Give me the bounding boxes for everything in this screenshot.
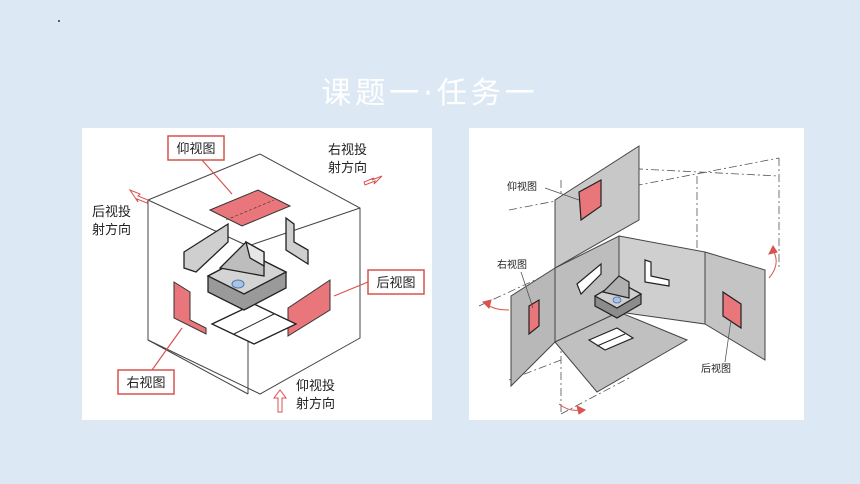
bottom-projection-label-1: 仰视投	[296, 378, 335, 394]
right-projection-label-1: 右视投	[328, 142, 367, 158]
projection-cube-diagram: 仰视图 后视图 右视图 右视投 射方向 后视投 射方向 仰视投 射方向	[92, 135, 425, 413]
bottom-view-label: 仰视图	[176, 142, 215, 157]
arrow-rear-projection-icon	[128, 188, 149, 204]
rear-view-face	[287, 279, 331, 337]
leader-line	[151, 327, 183, 371]
rear-projection-label-1: 后视投	[92, 204, 131, 220]
leader-line	[544, 187, 580, 201]
rear-projection-label-2: 射方向	[92, 222, 131, 238]
projection-arrows	[128, 175, 383, 413]
left-view-face	[285, 216, 309, 266]
left-view-face	[644, 259, 670, 287]
leader-line	[333, 281, 369, 297]
rear-view-face	[722, 290, 742, 330]
right-figure-panel: 仰视图 右视图 后视图	[469, 128, 804, 420]
leader-line	[724, 319, 732, 363]
top-view-edge	[596, 333, 626, 347]
bottom-view-label: 仰视图	[507, 180, 537, 193]
top-view-edge	[233, 313, 275, 335]
bottom-projection-label-2: 射方向	[296, 396, 335, 412]
right-projection-label-2: 射方向	[328, 160, 367, 176]
arrow-bottom-projection-icon	[273, 389, 287, 413]
right-view-label: 右视图	[497, 258, 527, 271]
arrow-right-projection-icon	[363, 175, 383, 186]
bottom-view-face	[578, 178, 602, 222]
leader-line	[520, 271, 534, 309]
bottom-view-face	[208, 189, 292, 227]
cube-edge	[147, 199, 249, 247]
slide-title: 课题一·任务一	[321, 76, 539, 112]
object-model	[206, 240, 288, 311]
hidden-line	[225, 199, 275, 221]
cube-edge	[247, 207, 361, 247]
rotate-right-icon	[486, 303, 510, 311]
front-view-face	[576, 262, 602, 296]
rear-view-label: 后视图	[376, 276, 415, 291]
right-view-face	[173, 281, 207, 335]
rear-view-label: 后视图	[701, 362, 731, 375]
right-view-face	[528, 298, 540, 336]
rear-view-label-box	[367, 269, 425, 295]
front-view-face	[183, 222, 229, 273]
plane-top-view	[554, 311, 689, 393]
left-figure-panel: 仰视图 后视图 右视图 右视投 射方向 后视投 射方向 仰视投 射方向	[82, 128, 432, 420]
right-view-label: 右视图	[126, 376, 165, 391]
object-model	[593, 275, 643, 319]
rotation-arrows	[482, 245, 778, 415]
unfolded-projection-diagram: 仰视图 右视图 后视图	[478, 145, 780, 415]
decor-dot	[58, 20, 60, 22]
right-view-label-box	[117, 369, 175, 395]
cube-edge	[147, 339, 249, 395]
bottom-view-label-box	[167, 135, 225, 161]
leader-line	[201, 159, 233, 195]
